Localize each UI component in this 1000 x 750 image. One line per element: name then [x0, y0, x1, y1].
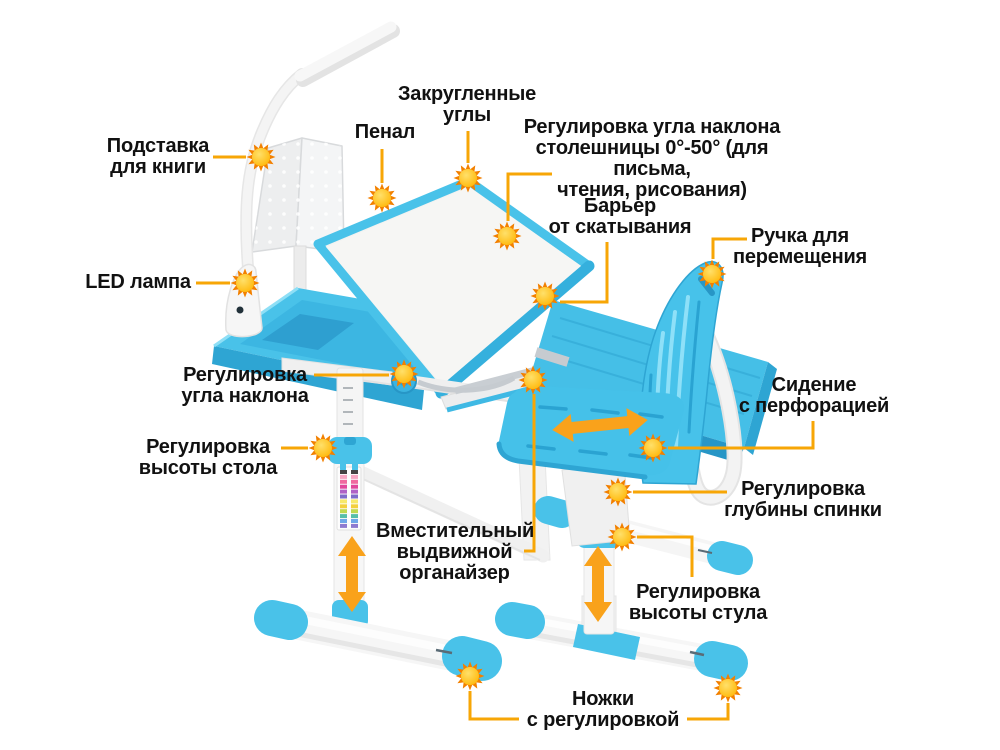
desk-foot-cap-right [442, 636, 502, 681]
leader-lines [196, 131, 815, 721]
leader-line-tabletop-tilt-range [506, 172, 552, 221]
sun-marker-tabletop-tilt-range [492, 221, 522, 251]
desk-height-clamp [328, 437, 372, 464]
desk-foot [254, 600, 502, 681]
sun-markers [230, 142, 743, 703]
seat-depth-arrow [552, 408, 648, 442]
sun-marker-organizer [518, 365, 548, 395]
sun-marker-adjustable-feet [713, 673, 743, 703]
sun-marker-tilt-adjustment [389, 359, 419, 389]
leader-line-adjustable-feet [468, 691, 519, 721]
leader-line-chair-height-adjustment [637, 535, 694, 577]
sun-marker-perforated-seat [638, 433, 668, 463]
carry-handle-slot [698, 276, 715, 296]
leader-line-adjustable-feet [687, 703, 730, 721]
sun-marker-adjustable-feet [455, 661, 485, 691]
book-stand [251, 137, 345, 291]
sun-marker-backrest-depth-adjustment [603, 477, 633, 507]
leader-line-carry-handle [711, 237, 747, 259]
chair-height-arrow [584, 546, 612, 622]
sun-marker-carry-handle [697, 259, 727, 289]
lamp-power-button [236, 306, 244, 314]
table-height-arrow [338, 536, 366, 612]
desk-foot-cap-left [254, 600, 308, 640]
book-stand-pole [293, 245, 307, 291]
sun-marker-table-height-adjustment [308, 433, 338, 463]
chair-foot-cap-left [495, 602, 545, 639]
sun-marker-led-lamp [230, 268, 260, 298]
sun-marker-rounded-corners [453, 163, 483, 193]
leader-line-anti-roll-barrier [560, 242, 609, 304]
leader-line-perforated-seat [668, 421, 815, 450]
chair-foot-cap-right [694, 641, 748, 681]
height-scale-sticker [336, 462, 362, 531]
sun-marker-pencil-tray [367, 183, 397, 213]
sun-marker-chair-height-adjustment [607, 522, 637, 552]
adjustment-arrows [338, 408, 648, 622]
desk-leg-upper [336, 367, 364, 445]
sun-marker-anti-roll-barrier [530, 281, 560, 311]
sun-marker-book-stand [246, 142, 276, 172]
leader-line-organizer [524, 394, 536, 553]
